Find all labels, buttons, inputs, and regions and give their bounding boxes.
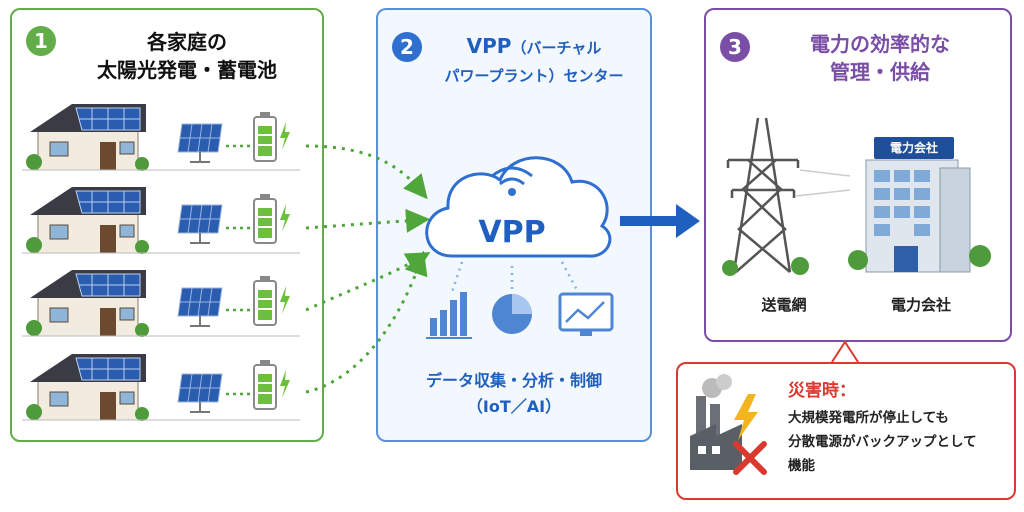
bar-chart-icon	[426, 292, 472, 339]
disaster-title: 災害時：	[788, 381, 856, 401]
step-2-badge: 2	[392, 32, 422, 62]
vpp-center-title: VPP（バーチャル パワープラント）センター	[418, 32, 650, 90]
factory-outage-icon	[690, 374, 767, 475]
callout-pointer	[838, 342, 852, 362]
flow-arrow-to-supply	[620, 204, 700, 238]
homes-title-line1: 各家庭の	[147, 30, 227, 54]
monitor-graph-icon	[558, 292, 614, 336]
step-3-badge: 3	[720, 32, 750, 62]
flow-arrows	[305, 144, 431, 394]
tree-icon	[722, 260, 738, 276]
pie-chart-icon	[492, 294, 532, 334]
homes-title-line2: 太陽光発電・蓄電池	[97, 58, 277, 82]
grid-label: 送電網	[761, 296, 807, 314]
disaster-panel: 災害時： 大規模発電所が停止しても 分散電源がバックアップとして 機能	[676, 362, 1016, 500]
home-row-1	[25, 103, 291, 172]
transmission-tower-icon	[726, 117, 851, 273]
home-row-4	[25, 353, 291, 422]
disaster-line1: 大規模発電所が停止しても	[788, 410, 949, 426]
cloud-label: VPP	[478, 215, 545, 250]
company-label: 電力会社	[890, 296, 951, 314]
office-building-icon	[848, 159, 991, 273]
disaster-line3: 機能	[788, 458, 815, 474]
company-sign: 電力会社	[874, 137, 954, 159]
cloud-icon	[425, 156, 612, 258]
vpp-caption: データ収集・分析・制御 （IoT／AI）	[378, 368, 650, 420]
vpp-title-suffix: （バーチャル	[511, 39, 602, 57]
step-1-badge: 1	[26, 26, 56, 56]
homes-title: 各家庭の 太陽光発電・蓄電池	[62, 28, 312, 84]
home-row-2	[25, 186, 291, 255]
analytics-connectors	[450, 261, 580, 293]
vpp-caption-line2: （IoT／AI）	[466, 397, 562, 416]
home-row-3	[25, 269, 291, 338]
supply-title: 電力の効率的な 管理・供給	[758, 30, 1002, 86]
disaster-line2: 分散電源がバックアップとして	[788, 434, 977, 450]
tree-icon	[791, 257, 809, 275]
vpp-title-prefix: VPP	[466, 34, 512, 58]
supply-title-line1: 電力の効率的な	[810, 32, 950, 56]
vpp-title-line2: パワープラント）センター	[444, 67, 624, 85]
disaster-text: 大規模発電所が停止しても 分散電源がバックアップとして 機能	[788, 406, 1014, 478]
vpp-caption-line1: データ収集・分析・制御	[425, 371, 602, 390]
supply-title-line2: 管理・供給	[830, 60, 930, 84]
